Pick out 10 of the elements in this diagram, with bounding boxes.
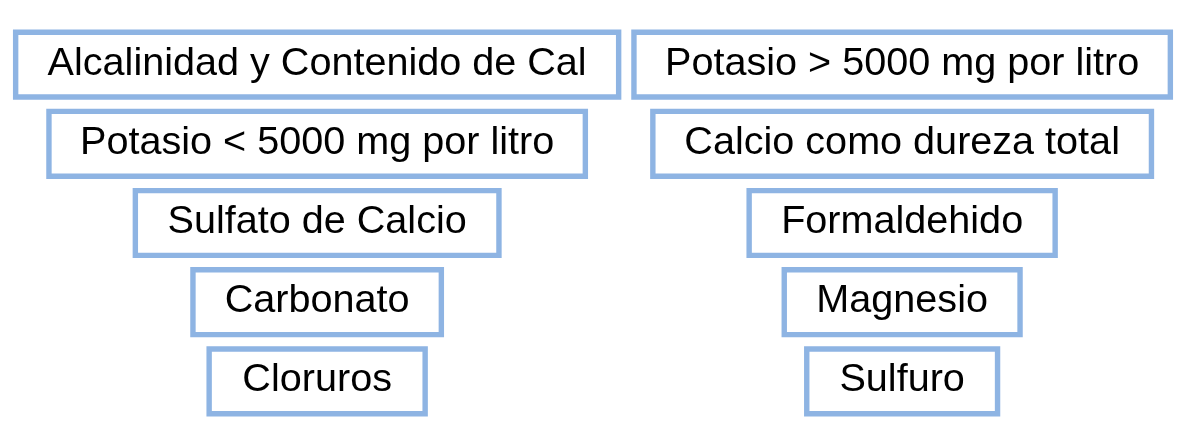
node-box: Sulfuro <box>804 346 1001 417</box>
node-box: Potasio > 5000 mg por litro <box>631 29 1174 100</box>
node-box: Cloruros <box>206 346 428 417</box>
node-box: Calcio como dureza total <box>650 108 1155 179</box>
node-box: Formaldehido <box>746 187 1058 259</box>
node-box: Sulfato de Calcio <box>132 187 502 259</box>
node-box: Alcalinidad y Contenido de Cal <box>12 29 622 100</box>
node-box: Carbonato <box>190 267 445 338</box>
node-box: Magnesio <box>781 267 1023 338</box>
node-box: Potasio < 5000 mg por litro <box>46 108 589 179</box>
